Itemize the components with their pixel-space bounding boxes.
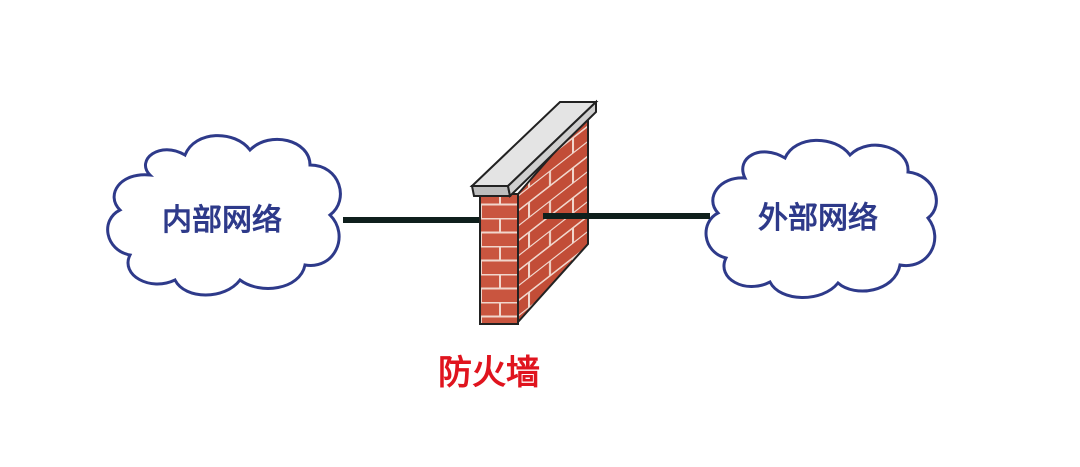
firewall-wall: [469, 99, 599, 325]
internal-network-label: 内部网络: [162, 203, 282, 238]
firewall-cap-front: [470, 185, 512, 197]
firewall-cap-side: [506, 99, 597, 199]
firewall-label: 防火墙: [438, 353, 540, 393]
external-network-label: 外部网络: [758, 201, 878, 236]
firewall-front-face: [479, 193, 519, 325]
external-cloud-shape: [704, 138, 938, 299]
internal-cloud-shape: [106, 134, 342, 297]
external-network-cloud: 外部网络: [704, 138, 938, 299]
internal-network-cloud: 内部网络: [106, 134, 342, 297]
